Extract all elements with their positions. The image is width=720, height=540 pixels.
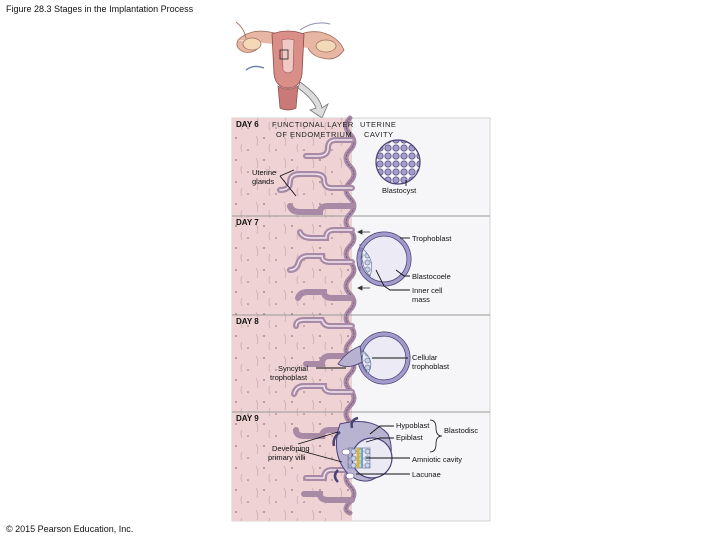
day9-label: DAY 9 <box>236 414 259 423</box>
trophoblast-label: Trophoblast <box>412 234 452 243</box>
gland-lumens <box>279 139 353 479</box>
inner-cell-mass-label-2: mass <box>412 295 430 304</box>
leader-lines <box>279 169 443 475</box>
amniotic-cavity-label: Amniotic cavity <box>412 455 462 464</box>
copyright-notice: © 2015 Pearson Education, Inc. <box>6 524 134 534</box>
uterine-glands-label-2: glands <box>252 177 274 186</box>
syncytial-trophoblast-label-2: trophoblast <box>270 373 308 382</box>
blastodisc-label: Blastodisc <box>444 426 478 435</box>
syncytial-trophoblast-label: Syncytial <box>278 364 308 373</box>
uterine-cavity-label-2: CAVITY <box>364 130 394 139</box>
blastocyst-day7 <box>356 231 412 287</box>
blastocoele-label: Blastocoele <box>412 272 451 281</box>
blastocyst-day9 <box>332 416 393 483</box>
day8-label: DAY 8 <box>236 317 259 326</box>
figure-title: Figure 28.3 Stages in the Implantation P… <box>6 4 194 14</box>
lacunae-label: Lacunae <box>412 470 441 479</box>
day7-label: DAY 7 <box>236 218 259 227</box>
cellular-trophoblast-label: Cellular <box>412 353 438 362</box>
cellular-trophoblast-label-2: trophoblast <box>412 362 450 371</box>
blastocyst-day6 <box>375 139 421 185</box>
hypoblast-label: Hypoblast <box>396 421 430 430</box>
developing-villi-label-2: primary villi <box>268 453 306 462</box>
developing-villi-label: Developing <box>272 444 310 453</box>
uterine-glands-label: Uterine <box>252 168 276 177</box>
day6-label: DAY 6 <box>236 120 259 129</box>
attachment-arrows <box>357 229 370 291</box>
uterus-overview-illustration <box>232 16 348 119</box>
uterine-cavity-label: UTERINE <box>360 120 396 129</box>
blastocyst-label: Blastocyst <box>382 186 417 195</box>
functional-layer-label-2: OF ENDOMETRIUM <box>276 130 352 139</box>
inner-cell-mass-label: Inner cell <box>412 286 443 295</box>
epiblast-label: Epiblast <box>396 433 424 442</box>
functional-layer-label: FUNCTIONAL LAYER <box>272 120 354 129</box>
